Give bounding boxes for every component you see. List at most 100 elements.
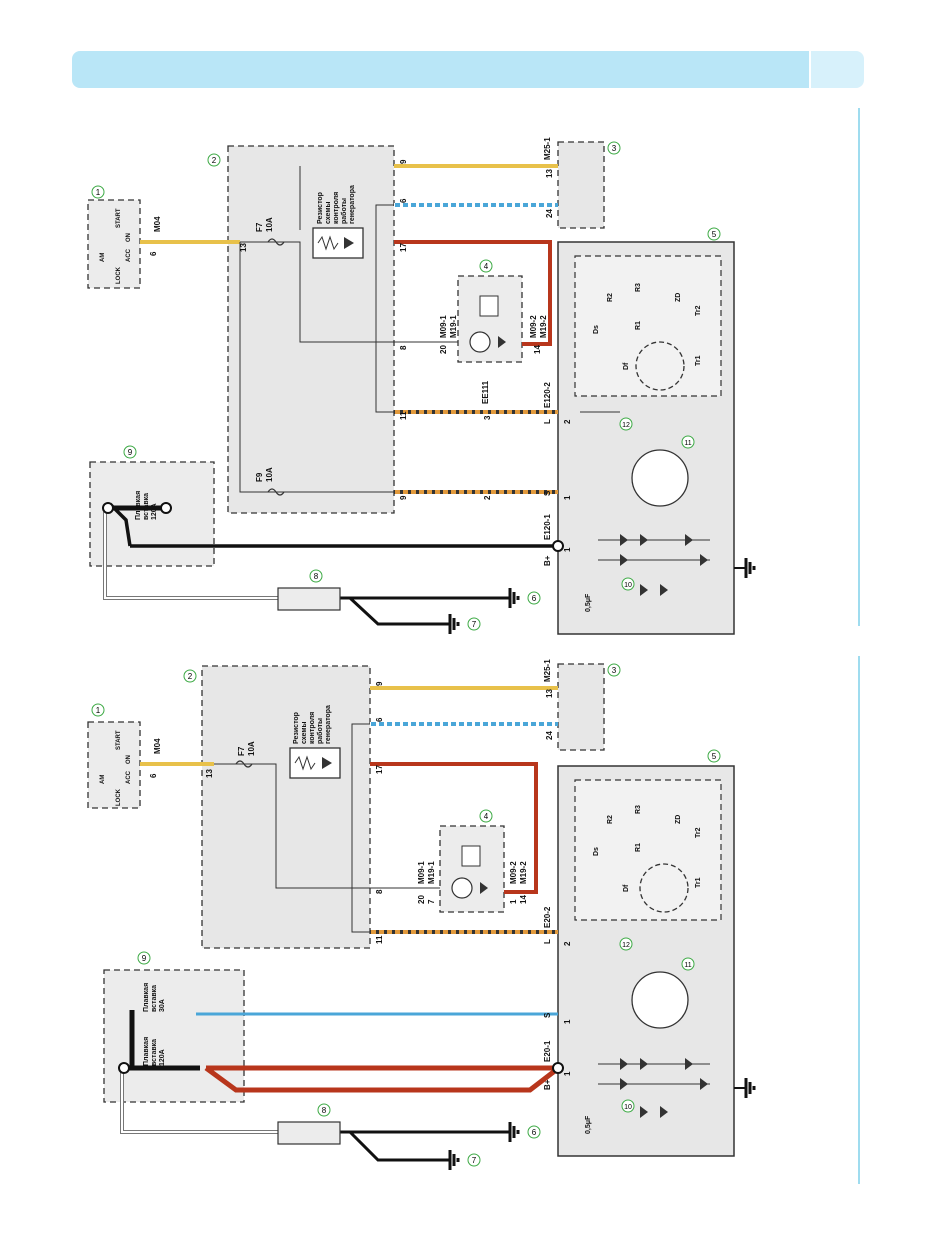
label-bplus-bottom: B+ [543,1079,552,1090]
label-ecu-13-top: 13 [545,169,554,178]
label-fusible-b1-bottom: Плавкая [143,983,150,1012]
svg-text:11: 11 [684,440,691,447]
label-m192-bottom: M19-2 [519,861,528,884]
label-df-top: Df [623,362,630,370]
fusible-terminal-a-top [102,502,114,514]
label-start-top: START [116,208,122,228]
transistor-tr1-bottom [639,863,689,913]
panel-2-bottom [201,665,371,949]
svg-text:7: 7 [472,1156,477,1165]
label-tr2-bottom: Tr2 [695,827,702,838]
svg-text:5: 5 [712,230,717,239]
label-m092-top: M09-2 [529,315,538,338]
rectifier-bottom [598,1058,710,1118]
label-pin-9b-top: 9 [399,495,408,500]
fuse-f7-top [267,238,285,246]
resistor-diode-bottom [322,757,332,769]
label-pin-17-top: 17 [399,243,408,252]
fuse-f7-bottom [235,760,253,768]
label-resistor-4-bottom: работы [316,718,324,744]
label-m091-bottom: M09-1 [417,861,426,884]
label-resistor-1-top: Резистор [317,192,324,224]
side-rule-top [858,108,860,626]
svg-text:12: 12 [622,942,630,949]
label-zd-bottom: ZD [675,815,682,824]
label-alt-pin1b-top: 1 [563,495,572,500]
label-fusible-2-top: вставка [143,493,150,520]
label-pin-14-bottom: 14 [519,895,528,904]
label-tr1-bottom: Tr1 [695,877,702,888]
fuse-f9-top [267,488,285,496]
label-df-bottom: Df [623,884,630,892]
wire-red-top [394,240,552,346]
cluster-box-bottom [439,825,505,913]
label-m04-top: M04 [153,216,162,232]
label-acc-top: ACC [126,248,132,262]
wire-red-bplus-bottom [204,1065,558,1093]
label-pin-3-top: 3 [483,415,492,420]
fusible-box-top [89,461,215,567]
thin-wire-top-b [239,242,394,493]
svg-text:9: 9 [142,954,147,963]
svg-text:4: 4 [484,812,489,821]
callout-5-top: 5 [707,227,721,241]
label-r3-top: R3 [635,283,642,292]
label-resistor-3-bottom: контроля [309,712,316,744]
label-pin-8-top: 8 [399,345,408,350]
panel-2-top [227,145,395,514]
wire-red-bottom [370,762,538,894]
label-ecu-24-top: 24 [545,209,554,218]
cluster-box-top [457,275,523,363]
label-alt-pin2-bottom: 2 [563,941,572,946]
svg-text:1: 1 [96,706,101,715]
stator-bottom [631,971,689,1029]
label-on-top: ON [126,233,132,242]
callout-7-top: 7 [467,617,481,631]
callout-2-bottom: 2 [183,669,197,683]
ground-symbol-7-top [448,614,460,634]
callout-6-bottom: 6 [527,1125,541,1139]
label-s-bottom: S [543,1012,552,1018]
callout-9-bottom: 9 [137,951,151,965]
label-pin-m04-bottom: 6 [149,773,158,778]
resistor-zigzag-bottom [294,755,316,771]
callout-12-bottom: 12 [619,937,633,951]
label-pin-8-bottom: 8 [375,889,384,894]
callout-9-top: 9 [123,445,137,459]
bottom-diagram: 1 2 3 4 5 6 7 8 9 10 11 12 M04 6 13 LOCK… [87,659,756,1170]
callout-10-bottom: 10 [621,1099,635,1113]
ground-symbol-alt-bottom [734,1078,756,1098]
stator-top [631,449,689,507]
label-pin-7-bottom: 7 [427,899,436,904]
label-lock-bottom: LOCK [116,788,122,806]
header-tab [811,51,864,88]
label-e201-bottom: E20-1 [543,1040,552,1062]
label-m251-bottom: M25-1 [543,659,552,682]
label-m191-top: M19-1 [449,315,458,338]
label-pin-6-bottom: 6 [375,717,384,722]
svg-text:3: 3 [612,144,617,153]
label-cap-top: 0,5μF [585,593,592,612]
label-pin-m04-top: 6 [149,251,158,256]
svg-text:8: 8 [322,1106,327,1115]
label-r3-bottom: R3 [635,805,642,814]
label-pin-9-top: 9 [399,159,408,164]
label-m04-bottom: M04 [153,738,162,754]
label-r2-bottom: R2 [607,815,614,824]
label-on-bottom: ON [126,755,132,764]
callout-10-top: 10 [621,577,635,591]
callout-3-top: 3 [607,141,621,155]
label-fusible-a2-bottom: вставка [151,1039,158,1066]
regulator-box-top [574,255,722,397]
label-am-top: AM [100,253,106,262]
wire-white-battery-inner-top [104,512,278,599]
svg-text:4: 4 [484,262,489,271]
label-resistor-2-bottom: схемы [301,722,308,744]
callout-3-bottom: 3 [607,663,621,677]
header-bar [72,51,809,88]
label-resistor-5-bottom: генератора [325,705,332,744]
label-f9-top: F9 [255,472,264,482]
transistor-tr1-top [635,341,685,391]
label-m191-bottom: M19-1 [427,861,436,884]
label-fusible-b3-bottom: 30A [159,999,166,1012]
